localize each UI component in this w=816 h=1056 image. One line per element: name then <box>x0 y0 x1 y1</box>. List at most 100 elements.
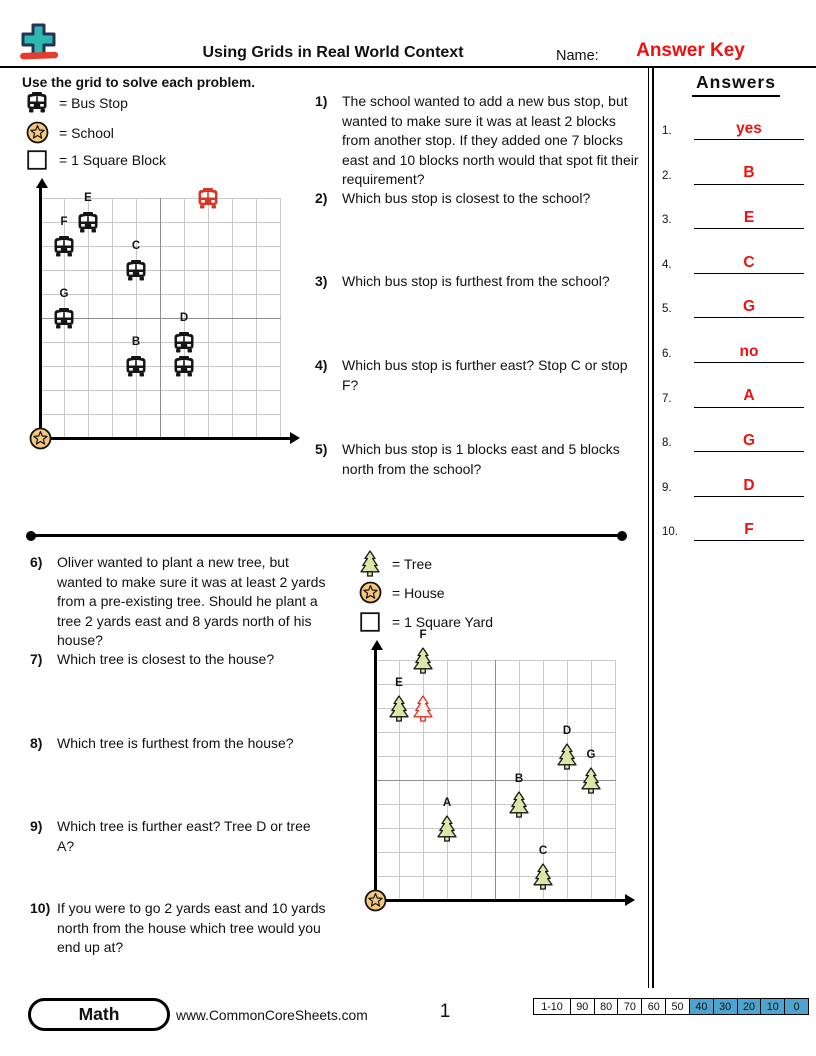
header-rule <box>0 66 816 68</box>
legend-row: = 1 Square Yard <box>357 612 493 632</box>
score-cell: 60 <box>641 998 667 1015</box>
legend-label: = 1 Square Block <box>59 152 167 168</box>
answer-blank: yes <box>694 119 804 140</box>
bus-stop-label-E: E <box>84 192 92 204</box>
score-cell: 10 <box>760 998 786 1015</box>
legend-label: = House <box>392 584 445 601</box>
answer-value: E <box>743 209 755 227</box>
tree-icon <box>357 550 383 577</box>
question-text: The school wanted to add a new bus stop,… <box>342 93 639 188</box>
answer-blank: D <box>694 476 804 497</box>
question-item: 4) Which bus stop is further east? Stop C… <box>315 356 645 395</box>
math-badge: Math <box>28 998 170 1031</box>
answer-value: A <box>743 387 755 405</box>
bus-stop-label-B: B <box>131 336 141 348</box>
question-item: 1) The school wanted to add a new bus sto… <box>315 92 645 190</box>
question-number: 3) <box>315 273 328 289</box>
bus-stop-A-icon <box>173 355 195 377</box>
tree-label-G: G <box>586 749 596 761</box>
score-cell: 0 <box>784 998 810 1015</box>
question-text: Which tree is furthest from the house? <box>57 735 294 751</box>
tree-D-icon <box>557 742 577 770</box>
answer-row: 3.E <box>656 203 816 230</box>
bus-stop-label-G: G <box>59 288 69 300</box>
score-cell: 50 <box>665 998 691 1015</box>
score-cell: 40 <box>688 998 714 1015</box>
question-number: 4) <box>315 357 328 373</box>
question-number: 9) <box>30 818 43 834</box>
answer-row: 5. G <box>656 292 816 319</box>
score-cell: 20 <box>736 998 762 1015</box>
question-number: 1) <box>315 93 328 109</box>
question-item: 5)Which bus stop is 1 blocks east and 5 … <box>315 440 645 479</box>
question-text: Which bus stop is furthest from the scho… <box>342 273 610 289</box>
question-text: Which tree is closest to the house? <box>57 651 275 667</box>
answer-value: B <box>743 164 755 182</box>
bus-stop-B-icon <box>125 355 147 377</box>
question-number: 7) <box>30 651 43 667</box>
answer-blank: B <box>694 163 804 185</box>
question-text: Which bus stop is further east? Stop C o… <box>342 357 628 393</box>
tree-B-icon <box>509 790 529 818</box>
bus-stop-E-icon <box>77 211 99 233</box>
question-item: 2)Which bus stop is closest to the schoo… <box>315 189 645 209</box>
tree-proposed-icon <box>413 694 433 722</box>
y-axis-arrow-icon <box>35 178 48 188</box>
bus-stop-C-icon <box>125 259 147 281</box>
page-number: 1 <box>439 1001 451 1022</box>
answer-blank: G <box>694 297 804 319</box>
answer-row: 10.F <box>656 515 816 542</box>
question-number: 5) <box>315 441 328 457</box>
question-number: 6) <box>30 554 43 570</box>
answer-blank: E <box>694 208 804 230</box>
x-axis <box>374 898 626 902</box>
answer-value: F <box>744 521 754 539</box>
tree-label-E: E <box>395 677 403 689</box>
legend-row: = Tree <box>357 550 432 577</box>
square-icon <box>357 612 383 632</box>
answer-blank: G <box>694 431 804 453</box>
question-text: Oliver wanted to plant a new tree, but w… <box>57 554 326 649</box>
answer-number: 9. <box>662 481 672 494</box>
answer-row: 9. D <box>656 471 816 497</box>
question-item: 7) Which tree is closest to the house? <box>30 650 330 670</box>
answer-number: 1. <box>662 125 672 137</box>
answer-number: 4. <box>662 258 672 271</box>
answers-column-rule-thick <box>652 67 655 988</box>
school-icon <box>29 427 52 450</box>
bus-stop-label-F: F <box>60 216 68 228</box>
question-number: 2) <box>315 190 328 206</box>
answer-value: C <box>743 253 755 271</box>
divider-dot-left <box>26 530 36 541</box>
score-cell: 30 <box>712 998 738 1015</box>
question-text: Which tree is further east? Tree D or tr… <box>57 818 311 854</box>
question-item: 3) Which bus stop is furthest from the sc… <box>315 272 645 292</box>
score-cell: 70 <box>617 998 643 1015</box>
bus-grid: EFCGDAB <box>29 178 300 449</box>
answer-number: 6. <box>662 348 672 360</box>
tree-E-icon <box>389 694 409 722</box>
tree-label-A: A <box>442 797 452 809</box>
answer-value: D <box>743 476 755 494</box>
answer-number: 8. <box>662 437 672 450</box>
y-axis <box>374 649 377 900</box>
question-item: 6) Oliver wanted to plant a new tree, but… <box>30 553 330 651</box>
answer-row: 8. G <box>656 426 816 453</box>
divider-dot-right <box>617 530 627 541</box>
question-item: 8) Which tree is furthest from the house? <box>30 734 330 754</box>
legend-label: = Tree <box>392 555 433 572</box>
bus-icon <box>24 92 50 113</box>
square-icon <box>24 150 50 170</box>
x-axis-arrow-icon <box>290 432 300 444</box>
answer-number: 2. <box>662 169 672 182</box>
instructions-text: Use the grid to solve each problem. <box>22 75 256 90</box>
section-divider <box>30 534 621 538</box>
house-icon <box>364 889 387 912</box>
bus-stop-F-icon <box>53 235 75 257</box>
x-axis <box>39 436 291 440</box>
answer-row: 2. B <box>656 159 816 185</box>
question-number: 8) <box>30 735 43 751</box>
answer-number: 5. <box>662 303 672 316</box>
